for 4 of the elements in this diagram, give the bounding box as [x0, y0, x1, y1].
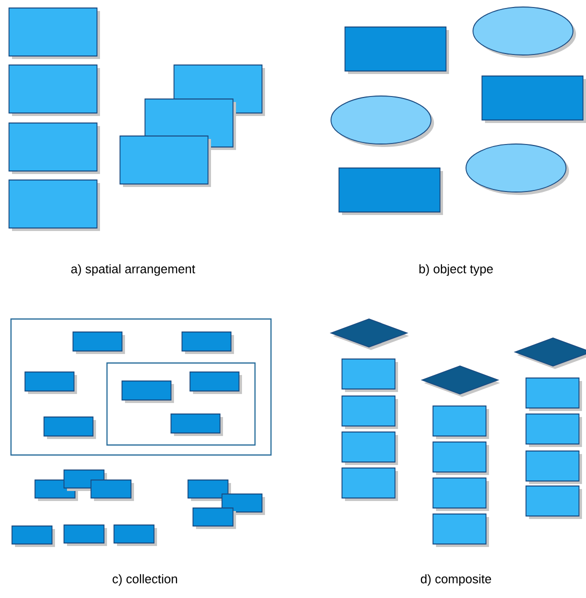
caption: b) object type: [419, 264, 493, 276]
caption: d) composite: [420, 574, 492, 586]
caption: c) collection: [112, 574, 178, 586]
caption: a) spatial arrangement: [71, 264, 196, 276]
